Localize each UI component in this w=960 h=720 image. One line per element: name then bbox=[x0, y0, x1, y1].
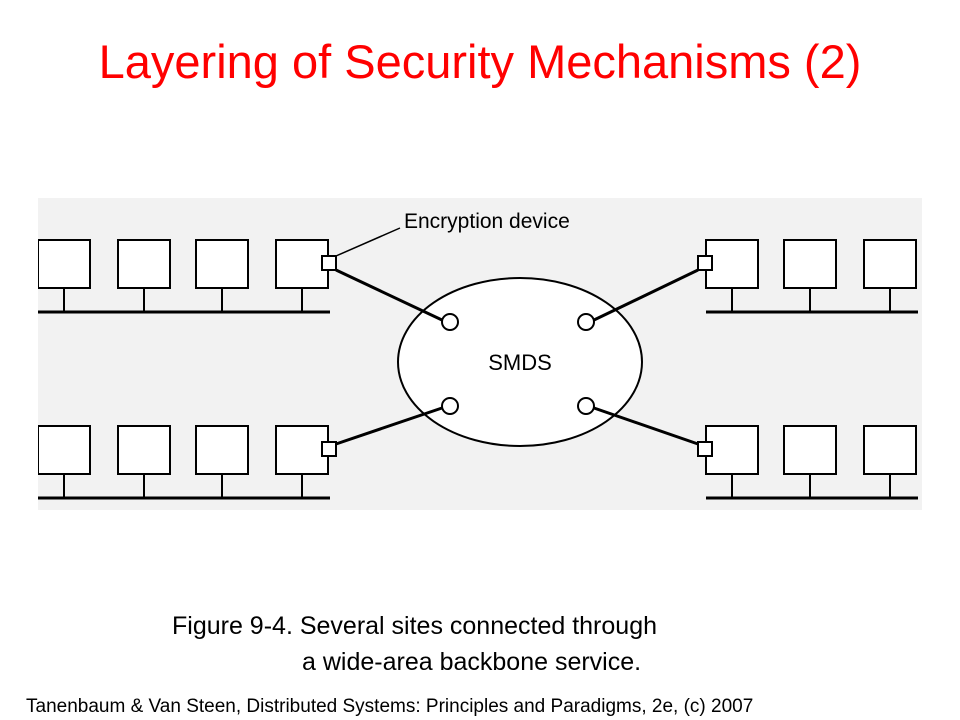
access-point bbox=[577, 313, 595, 331]
host-box bbox=[783, 239, 837, 289]
access-point bbox=[441, 397, 459, 415]
host-box bbox=[38, 239, 91, 289]
host-box bbox=[783, 425, 837, 475]
host-box bbox=[195, 239, 249, 289]
access-point bbox=[577, 397, 595, 415]
host-box bbox=[117, 425, 171, 475]
site-bottom-right bbox=[697, 425, 918, 500]
slide-footer: Tanenbaum & Van Steen, Distributed Syste… bbox=[26, 696, 754, 717]
link-line bbox=[593, 406, 699, 446]
callout-pointer bbox=[335, 227, 401, 257]
host-box bbox=[705, 425, 759, 475]
access-point bbox=[441, 313, 459, 331]
link-line bbox=[335, 268, 443, 322]
host-box bbox=[275, 239, 329, 289]
site-bottom-left bbox=[38, 425, 337, 500]
link-line bbox=[335, 406, 443, 446]
host-box bbox=[117, 239, 171, 289]
host-box bbox=[705, 239, 759, 289]
site-top-left bbox=[38, 239, 337, 314]
network-diagram-svg: Encryption device SMDS bbox=[38, 198, 922, 510]
encryption-device bbox=[697, 255, 713, 271]
encryption-device bbox=[321, 255, 337, 271]
slide-title: Layering of Security Mechanisms (2) bbox=[98, 35, 862, 88]
encryption-device bbox=[697, 441, 713, 457]
encryption-device-label: Encryption device bbox=[404, 210, 570, 233]
host-box bbox=[38, 425, 91, 475]
host-box bbox=[195, 425, 249, 475]
site-top-right bbox=[697, 239, 918, 314]
link-line bbox=[593, 268, 699, 322]
network-diagram: Encryption device SMDS bbox=[38, 198, 922, 510]
encryption-device bbox=[321, 441, 337, 457]
smds-label: SMDS bbox=[488, 350, 552, 375]
figure-caption-line2: a wide-area backbone service. bbox=[302, 648, 642, 676]
figure-caption-line1: Figure 9-4. Several sites connected thro… bbox=[172, 612, 657, 640]
host-box bbox=[863, 239, 917, 289]
host-box bbox=[863, 425, 917, 475]
host-box bbox=[275, 425, 329, 475]
